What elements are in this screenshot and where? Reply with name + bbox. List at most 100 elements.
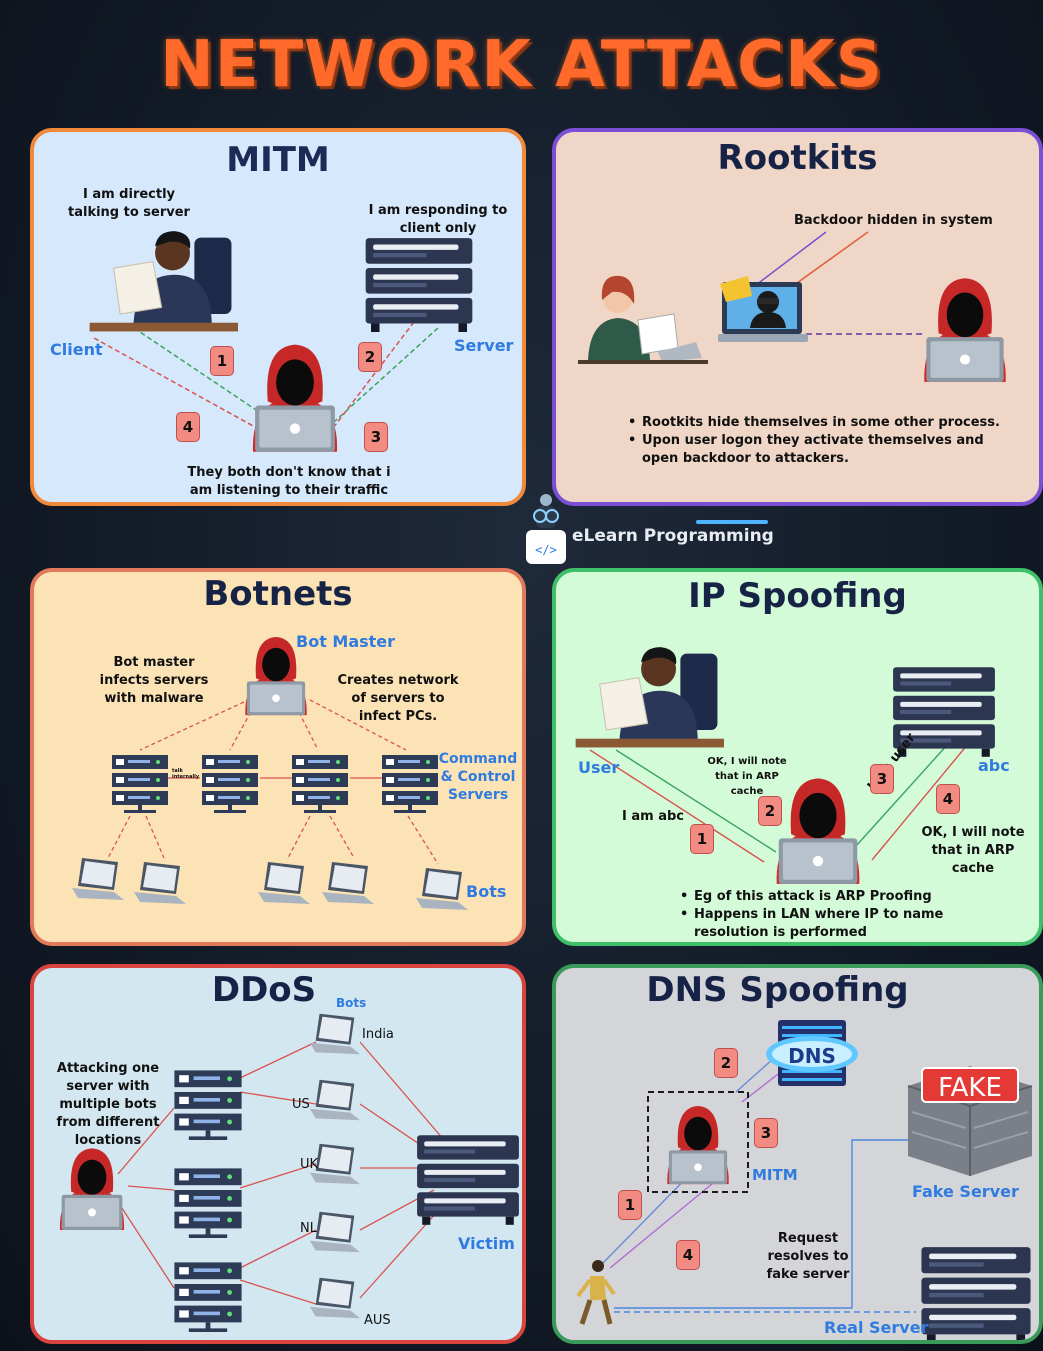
bot-laptop-icon xyxy=(254,856,314,910)
location-label: AUS xyxy=(364,1313,391,1328)
rootkits-panel: Rootkits Backdoor hidden in system Rootk… xyxy=(552,128,1043,506)
rootkits-bullet: Upon user logon they activate themselves… xyxy=(626,432,1006,468)
ddos-bot-laptop-icon xyxy=(306,1074,364,1126)
ddos-bot-laptop-icon xyxy=(306,1008,364,1060)
hacker-icon xyxy=(904,270,1026,382)
cc-servers-label: Command & Control Servers xyxy=(438,751,518,803)
ddos-server-icon xyxy=(172,1064,244,1144)
ddos-left-text: Attacking one server with multiple bots … xyxy=(56,1061,160,1148)
mitm-client-label: Client xyxy=(50,340,103,359)
client-person-icon xyxy=(86,218,246,338)
mitm-client-text: I am directly talking to server xyxy=(68,187,190,220)
rootkits-title: Rootkits xyxy=(717,138,878,178)
ddos-title: DDoS xyxy=(211,970,317,1010)
hacker-icon xyxy=(44,1140,140,1232)
bot-laptop-icon xyxy=(68,852,128,906)
ddos-server-icon xyxy=(172,1162,244,1242)
ipspoof-connection-lines xyxy=(589,743,969,863)
infected-laptop-icon xyxy=(718,276,808,342)
dns-step-badge: 2 xyxy=(714,1048,738,1078)
mitm-step-badge: 2 xyxy=(358,342,382,372)
ipspoof-note-2: OK, I will note that in ARP cache xyxy=(921,825,1025,876)
svg-text:</>: </> xyxy=(535,543,557,557)
mitm-server-text: I am responding to client only xyxy=(368,203,508,236)
dns-step-badge: 3 xyxy=(754,1118,778,1148)
real-server-icon xyxy=(916,1244,1036,1344)
server-icon xyxy=(360,236,478,332)
user-person-icon xyxy=(572,634,732,754)
ipspoof-step-badge: 4 xyxy=(936,784,960,814)
victim-label: Victim xyxy=(458,1234,515,1253)
dns-spoofing-title: DNS Spoofing xyxy=(646,970,909,1010)
ipspoof-step-badge: 3 xyxy=(870,764,894,794)
rootkits-connection-lines xyxy=(751,231,922,335)
fake-server-label: Fake Server xyxy=(912,1182,1019,1201)
mitm-server-label: Server xyxy=(454,336,514,355)
dns-spoofing-panel: DNS Spoofing DNS 2 3 1 4 MITM FAKE Fake … xyxy=(552,964,1043,1344)
location-label: US xyxy=(292,1097,310,1112)
mitm-step-badge: 1 xyxy=(210,346,234,376)
ipspoof-bullets: Eg of this attack is ARP Proofing Happen… xyxy=(678,888,948,942)
user-label: User xyxy=(578,758,620,777)
botnets-title: Botnets xyxy=(203,574,353,614)
ddos-connection-lines xyxy=(117,1041,447,1305)
real-server-label: Real Server xyxy=(824,1318,929,1337)
brand-mascot-icon: </> xyxy=(526,494,566,564)
ddos-panel: DDoS Bots Attacking one server with mult… xyxy=(30,964,526,1344)
mitm-caption: They both don't know that i am listening… xyxy=(187,465,391,498)
ddos-bots-label: Bots xyxy=(336,996,367,1010)
mitm-step-badge: 3 xyxy=(364,422,388,452)
mitm-step-badge: 4 xyxy=(176,412,200,442)
location-label: NL xyxy=(300,1221,317,1236)
bots-label: Bots xyxy=(466,882,507,901)
bot-master-label: Bot Master xyxy=(296,632,396,651)
cc-server-icon xyxy=(380,750,440,816)
dns-request-text: Request resolves to fake server xyxy=(766,1231,850,1282)
mitm-connection-lines xyxy=(93,321,439,433)
location-label: India xyxy=(362,1027,394,1042)
dns-step-badge: 4 xyxy=(676,1240,700,1270)
dns-mitm-label: MITM xyxy=(752,1166,798,1184)
dns-label: DNS xyxy=(788,1044,836,1068)
user-walking-icon xyxy=(576,1260,616,1325)
victim-server-icon xyxy=(412,1132,524,1226)
ipspoof-step-badge: 1 xyxy=(690,824,714,854)
ddos-server-icon xyxy=(172,1256,244,1336)
botnets-panel: Botnets Bot Master Bot master infects se… xyxy=(30,568,526,946)
cc-server-icon xyxy=(110,750,170,816)
rootkits-backdoor-text: Backdoor hidden in system xyxy=(794,213,993,228)
ip-spoofing-title: IP Spoofing xyxy=(688,576,907,616)
mitm-title: MITM xyxy=(226,140,330,180)
ipspoof-note-1: OK, I will note that in ARP cache xyxy=(707,756,787,797)
bot-laptop-icon xyxy=(318,856,378,910)
main-title: NETWORK ATTACKS xyxy=(160,28,883,102)
iam-abc-text: I am abc xyxy=(622,809,684,824)
cc-server-icon xyxy=(290,750,350,816)
rootkits-bullet: Rootkits hide themselves in some other p… xyxy=(626,414,1006,432)
ddos-bot-laptop-icon xyxy=(306,1272,364,1324)
office-user-icon xyxy=(578,275,708,364)
brand-name: eLearn Programming xyxy=(572,526,774,546)
bot-laptop-icon xyxy=(130,856,190,910)
fake-server-icon xyxy=(907,1066,1033,1176)
ipspoof-step-badge: 2 xyxy=(758,796,782,826)
brand-underline xyxy=(696,520,768,524)
rootkits-bullets: Rootkits hide themselves in some other p… xyxy=(626,414,1006,468)
hacker-icon xyxy=(652,1098,744,1186)
talk-internally-label: talk internally xyxy=(172,768,200,780)
brand-logo: </> eLearn Programming xyxy=(520,490,780,570)
ipspoof-bullet: Happens in LAN where IP to name resoluti… xyxy=(678,906,948,942)
ipspoof-bullet: Eg of this attack is ARP Proofing xyxy=(678,888,948,906)
hacker-icon xyxy=(756,770,880,884)
mitm-panel: MITM I am directly talking to server I a… xyxy=(30,128,526,506)
dns-server-icon xyxy=(766,1020,858,1086)
botnets-left-text: Bot master infects servers with malware xyxy=(99,655,209,706)
dns-step-badge: 1 xyxy=(618,1190,642,1220)
cc-server-icon xyxy=(200,750,260,816)
hacker-icon xyxy=(232,336,358,452)
fake-label: FAKE xyxy=(938,1073,1002,1103)
location-label: UK xyxy=(300,1157,319,1172)
bot-laptop-icon xyxy=(412,862,472,916)
abc-label: abc xyxy=(978,756,1010,775)
ip-spoofing-panel: IP Spoofing User abc OK, I will note tha… xyxy=(552,568,1043,946)
